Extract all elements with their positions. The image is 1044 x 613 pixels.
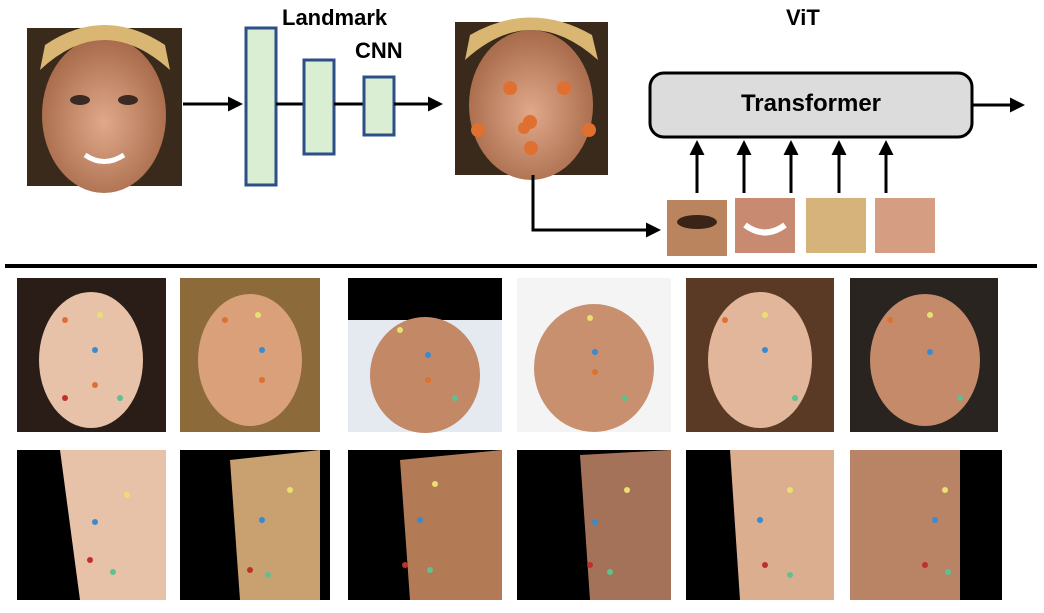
gallery-row-frontal (17, 278, 998, 433)
cnn-blocks (244, 26, 396, 187)
input-face-image (27, 25, 182, 193)
cnn-label-line2: CNN (355, 38, 403, 63)
landmark-dot (518, 122, 530, 134)
arrow-icon (531, 175, 661, 238)
transformer-label: Transformer (740, 90, 882, 117)
landmarked-face-image (455, 17, 608, 180)
landmark-dot (557, 81, 571, 95)
cnn-layer-3 (362, 75, 396, 137)
landmark-dot (524, 141, 538, 155)
landmark-dot (471, 123, 485, 137)
facial-patch-image (806, 198, 866, 253)
cnn-layer-2 (302, 58, 336, 156)
facial-patch-image (875, 198, 935, 253)
vit-label: ViT (786, 5, 820, 30)
facial-patches (667, 198, 935, 256)
patch-arrows (689, 140, 894, 193)
facial-patch-image (735, 198, 795, 253)
gallery-landmark-dots (62, 312, 963, 578)
gallery-row-profile (17, 450, 1002, 600)
landmark-dot (503, 81, 517, 95)
cnn-layer-1 (244, 26, 278, 187)
landmark-dot (582, 123, 596, 137)
cnn-label-line1: Landmark (282, 5, 388, 30)
